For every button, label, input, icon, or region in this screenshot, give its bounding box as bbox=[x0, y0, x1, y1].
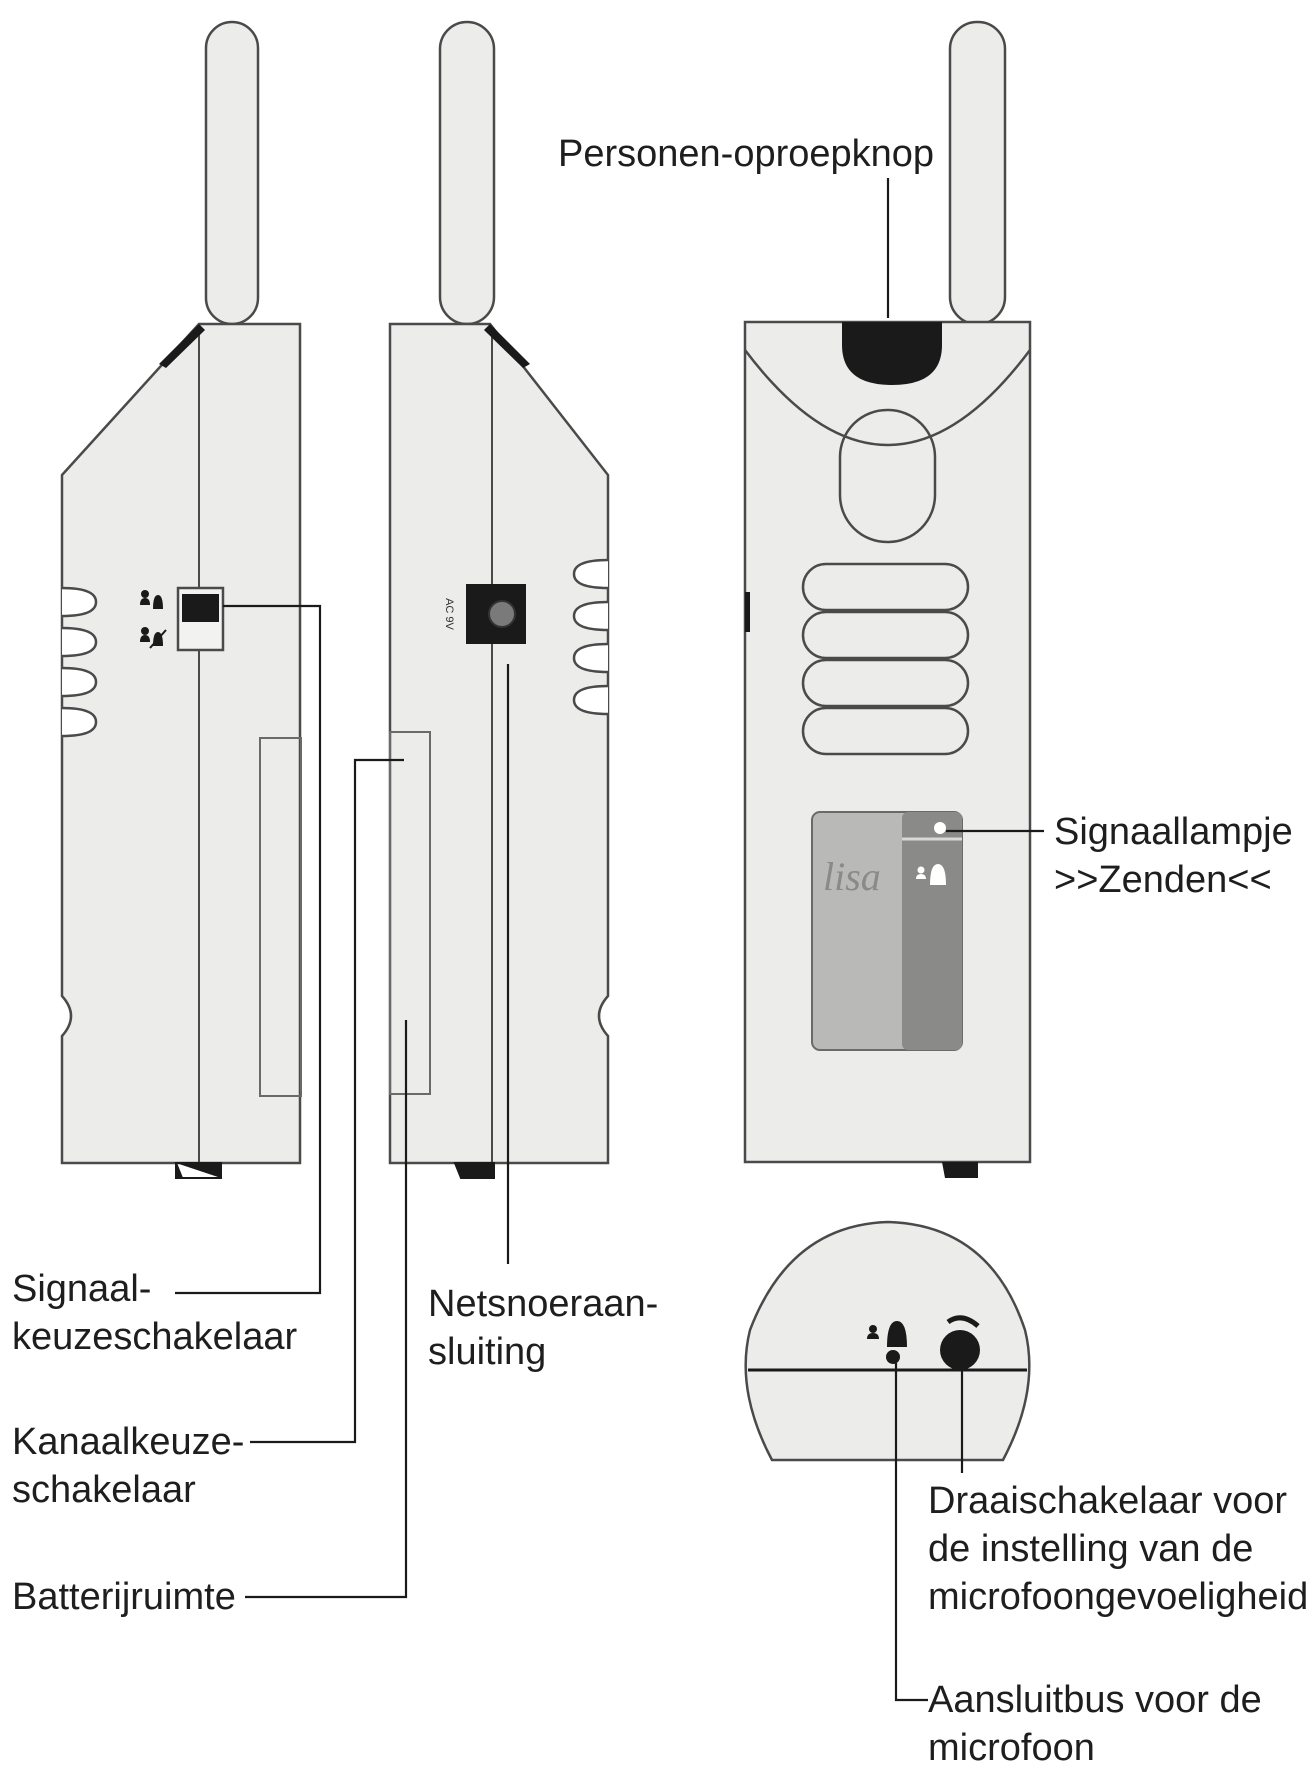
label-batterijruimte: Batterijruimte bbox=[12, 1576, 236, 1618]
label-signaallampje-line1: Signaallampje bbox=[1054, 811, 1293, 853]
leader-signaalkeuze bbox=[175, 604, 322, 1295]
left-body bbox=[60, 322, 302, 1165]
send-led-dot-icon bbox=[934, 822, 946, 834]
leader-batterijruimte bbox=[245, 1020, 408, 1599]
person-bell-icon bbox=[140, 590, 163, 609]
speaker-slot-3 bbox=[801, 658, 970, 708]
middle-antenna bbox=[438, 20, 496, 326]
label-draaischakelaar-line2: de instelling van de bbox=[928, 1528, 1254, 1570]
rotary-knob-icon bbox=[940, 1330, 980, 1370]
bottom-cap-view bbox=[744, 1220, 1031, 1462]
leader-lines bbox=[175, 178, 1044, 1702]
right-antenna bbox=[948, 20, 1007, 326]
leader-kanaalkeuze bbox=[250, 758, 404, 1444]
label-signaallampje-line2: >>Zenden<< bbox=[1054, 859, 1272, 901]
rotary-knob-arrow bbox=[946, 1315, 980, 1328]
signal-selector-slider bbox=[182, 594, 219, 622]
left-grip-notches bbox=[61, 586, 98, 738]
bottom-person-bell-icon bbox=[867, 1321, 907, 1347]
middle-device-side-view: AC 9V bbox=[388, 20, 610, 1179]
middle-foot bbox=[453, 1162, 495, 1179]
left-channel-recess bbox=[259, 737, 302, 1097]
label-personen-oproepknop: Personen-oproepknop bbox=[558, 133, 935, 175]
label-kanaalkeuzeschakelaar: Kanaalkeuze- schakelaar bbox=[12, 1418, 244, 1514]
label-aansluitbus-line1: Aansluitbus voor de bbox=[928, 1679, 1262, 1721]
label-draaischakelaar: Draaischakelaar voor de instelling van d… bbox=[928, 1477, 1307, 1621]
label-kanaalkeuze-line1: Kanaalkeuze- bbox=[12, 1421, 245, 1463]
label-netsnoeraansluiting: Netsnoeraan- sluiting bbox=[428, 1280, 658, 1376]
left-device-side-view bbox=[60, 20, 302, 1179]
speaker-slot-4 bbox=[801, 706, 970, 756]
lisa-brand-logo: lisa bbox=[823, 854, 881, 899]
left-shoulder-shadow bbox=[159, 324, 205, 368]
label-draaischakelaar-line3: microfoongevoeligheid bbox=[928, 1576, 1307, 1618]
front-top-arc bbox=[744, 349, 1032, 447]
label-aansluitbus-line2: microfoon bbox=[928, 1727, 1095, 1769]
label-draaischakelaar-line1: Draaischakelaar voor bbox=[928, 1480, 1288, 1522]
panel-person-bell-icon bbox=[916, 864, 946, 885]
label-signaalkeuze-line2: keuzeschakelaar bbox=[12, 1316, 298, 1358]
person-bell-muted-icon bbox=[140, 627, 167, 649]
label-aansluitbus: Aansluitbus voor de microfoon bbox=[928, 1676, 1262, 1772]
left-foot bbox=[174, 1162, 222, 1179]
leader-aansluitbus bbox=[894, 1363, 928, 1702]
speaker-slot-2 bbox=[801, 610, 970, 660]
mic-jack-icon bbox=[886, 1350, 900, 1364]
middle-body bbox=[388, 322, 610, 1165]
label-netsnoer-line2: sluiting bbox=[428, 1331, 547, 1373]
middle-shoulder-shadow bbox=[484, 324, 530, 368]
label-signaallampje: Signaallampje >>Zenden<< bbox=[1054, 808, 1293, 904]
speaker-slot-1 bbox=[801, 562, 970, 612]
front-oval-window bbox=[838, 408, 937, 544]
ac-port-marking: AC 9V bbox=[443, 598, 455, 630]
lisa-panel-dark-strip bbox=[902, 812, 962, 1050]
paging-button bbox=[842, 322, 942, 385]
right-foot bbox=[942, 1162, 978, 1178]
label-kanaalkeuze-line2: schakelaar bbox=[12, 1469, 196, 1511]
left-antenna bbox=[204, 20, 260, 326]
side-switch-nub bbox=[745, 592, 750, 632]
ac-jack-socket bbox=[488, 600, 516, 628]
battery-compartment bbox=[389, 731, 431, 1095]
label-netsnoer-line1: Netsnoeraan- bbox=[428, 1283, 659, 1325]
middle-grip-notches bbox=[572, 558, 609, 716]
label-signaalkeuze-line1: Signaal- bbox=[12, 1268, 152, 1310]
right-device-front-view: lisa bbox=[743, 20, 1032, 1178]
label-signaalkeuzeschakelaar: Signaal- keuzeschakelaar bbox=[12, 1265, 297, 1361]
